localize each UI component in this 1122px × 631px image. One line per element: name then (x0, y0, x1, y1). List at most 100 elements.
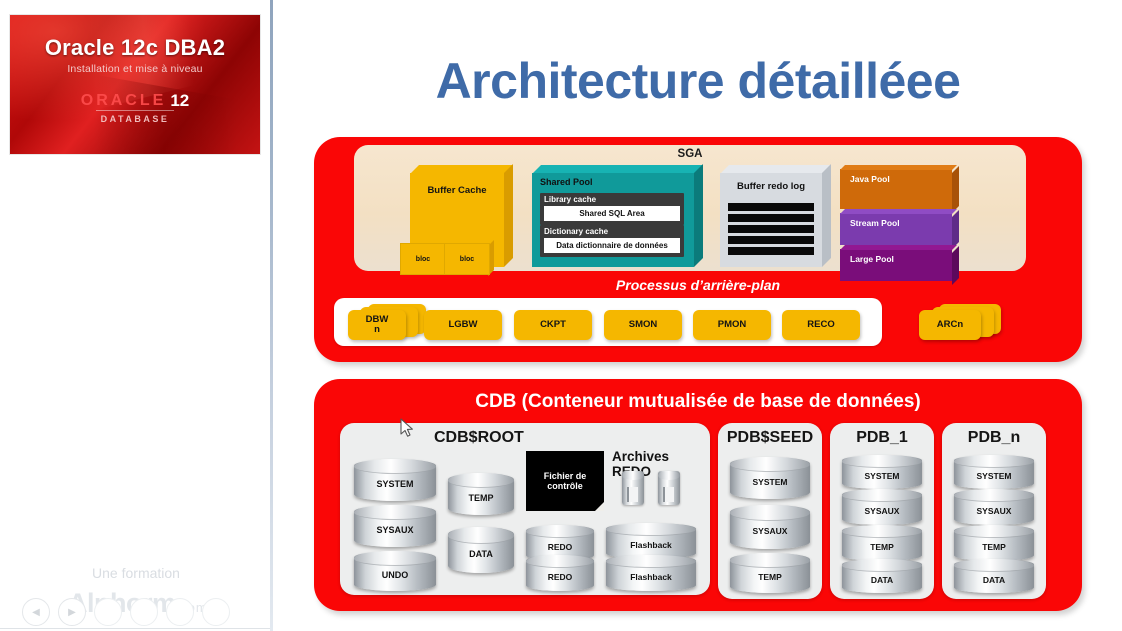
java-pool-block: Java Pool (840, 165, 959, 213)
cylinder-label: SYSAUX (376, 525, 414, 535)
buffer-redo-log-block: Buffer redo log (720, 164, 831, 267)
tool-button-3[interactable] (130, 598, 158, 626)
cylinder-sysaux: SYSAUX (842, 489, 922, 525)
process-dbwn[interactable]: DBW n (348, 310, 406, 340)
process-ckpt[interactable]: CKPT (514, 310, 592, 340)
cylinder-sysaux: SYSAUX (954, 489, 1034, 525)
large-pool-label: Large Pool (850, 254, 894, 264)
cylinder-system: SYSTEM (354, 459, 436, 501)
dictionary-cache-group: Dictionary cache Data dictionnaire de do… (540, 225, 684, 258)
cylinder-label: SYSTEM (376, 479, 414, 489)
cylinder-label: TEMP (468, 493, 494, 503)
tool-button-5[interactable] (202, 598, 230, 626)
oracle-wordmark: ORACLE (80, 92, 167, 109)
process-smon[interactable]: SMON (604, 310, 682, 340)
player-controls[interactable]: ◀ ▶ (22, 598, 230, 626)
course-subtitle: Installation et mise à niveau (67, 63, 203, 75)
cylinder-label: UNDO (381, 570, 409, 580)
cylinder-label: SYSAUX (752, 526, 788, 536)
process-pmon[interactable]: PMON (693, 310, 771, 340)
shared-pool-label: Shared Pool (540, 177, 593, 187)
stream-pool-top-face (840, 209, 957, 214)
cylinder-label: REDO (547, 572, 573, 582)
cdb-card: CDB (Conteneur mutualisée de base de don… (314, 379, 1082, 611)
redo-log-bar (728, 247, 814, 255)
oracle-version: 12 (170, 91, 190, 110)
sga-inner-panel: SGA Buffer Cache bloc bloc (354, 145, 1026, 285)
redo-log-side-face (822, 164, 831, 267)
sga-label: SGA (677, 148, 703, 160)
process-reco[interactable]: RECO (782, 310, 860, 340)
cylinder-label: SYSTEM (976, 471, 1012, 481)
pdbn-title: PDB_n (967, 429, 1021, 446)
stream-pool-side-face (952, 210, 959, 249)
play-icon: ▶ (68, 606, 76, 618)
sga-card: SGA Buffer Cache bloc bloc (314, 137, 1082, 362)
mouse-cursor-icon (400, 418, 413, 437)
large-pool-top-face (840, 245, 957, 250)
cylinder-system: SYSTEM (842, 455, 922, 489)
memory-pools-column: Java Pool Stream Pool Large Pool (840, 165, 960, 285)
pdb1-title: PDB_1 (856, 429, 908, 446)
cylinder-label: SYSTEM (752, 477, 788, 487)
cylinder-label: Flashback (630, 572, 672, 582)
cylinder-temp: TEMP (954, 525, 1034, 561)
cylinder-flashback-2: Flashback (606, 555, 696, 591)
course-title: Oracle 12c DBA2 (44, 35, 226, 60)
archive-tape-1 (622, 471, 644, 505)
bloc-2: bloc (444, 243, 490, 275)
cylinder-label: TEMP (758, 572, 782, 582)
cdb-label: CDB (Conteneur mutualisée de base de don… (475, 391, 921, 412)
buffer-cache-block: Buffer Cache bloc bloc (400, 164, 513, 276)
cdbroot-panel: CDB$ROOT SYSTEM SYSAUX UNDO TEMP DATA Fi… (340, 423, 710, 595)
cylinder-label: DATA (870, 575, 894, 585)
buffer-redo-log-label: Buffer redo log (736, 181, 806, 192)
java-pool-side-face (952, 166, 959, 213)
pdb1-panel: PDB_1 SYSTEM SYSAUX TEMP DATA (830, 423, 934, 599)
library-cache-label: Library cache (544, 195, 597, 204)
java-pool-top-face (840, 165, 957, 170)
redo-log-bar (728, 236, 814, 244)
shared-sql-area-box: Shared SQL Area (544, 206, 680, 222)
stream-pool-label: Stream Pool (850, 218, 900, 228)
archive-tape-2 (658, 471, 680, 505)
cylinder-label: Flashback (630, 540, 672, 550)
cylinder-temp: TEMP (842, 525, 922, 561)
buffer-cache-side-face (504, 164, 513, 267)
java-pool-label: Java Pool (850, 174, 890, 184)
cylinder-temp: TEMP (730, 553, 810, 593)
cylinder-label: SYSAUX (864, 506, 900, 516)
cylinder-sysaux: SYSAUX (730, 505, 810, 549)
course-thumbnail[interactable]: Oracle 12c DBA2 Installation et mise à n… (10, 15, 260, 154)
shared-pool-block: Shared Pool Library cache Shared SQL Are… (532, 164, 703, 267)
background-processes-label: Processus d’arrière-plan (615, 277, 781, 293)
bloc-1: bloc (400, 243, 446, 275)
process-dbwn-line1: DBW (365, 314, 389, 326)
cylinder-label: REDO (547, 542, 573, 552)
prev-button[interactable]: ◀ (22, 598, 50, 626)
process-dbwn-line2: n (374, 324, 380, 335)
play-button[interactable]: ▶ (58, 598, 86, 626)
cylinder-data: DATA (842, 559, 922, 593)
cylinder-label: TEMP (982, 542, 1006, 552)
pdbn-panel: PDB_n SYSTEM SYSAUX TEMP DATA (942, 423, 1046, 599)
cylinder-label: TEMP (870, 542, 894, 552)
tool-button-4[interactable] (166, 598, 194, 626)
page-title: Architecture détailléee (435, 53, 961, 109)
logo-rule (96, 110, 174, 111)
cylinder-label: SYSAUX (976, 506, 1012, 516)
process-arcn[interactable]: ARCn (919, 310, 981, 340)
pen-tool-button[interactable] (94, 598, 122, 626)
process-lgbw[interactable]: LGBW (424, 310, 502, 340)
watermark-brand-name: Alphorm (68, 588, 176, 618)
large-pool-block: Large Pool (840, 245, 959, 285)
pdbseed-title: PDB$SEED (726, 429, 814, 446)
cylinder-system: SYSTEM (954, 455, 1034, 489)
cylinder-redo-2: REDO (526, 555, 594, 591)
cylinder-undo: UNDO (354, 551, 436, 591)
redo-log-bars (728, 203, 814, 258)
cylinder-label: DATA (469, 549, 493, 559)
pdbseed-panel: PDB$SEED SYSTEM SYSAUX TEMP (718, 423, 822, 599)
cylinder-label: SYSTEM (864, 471, 900, 481)
